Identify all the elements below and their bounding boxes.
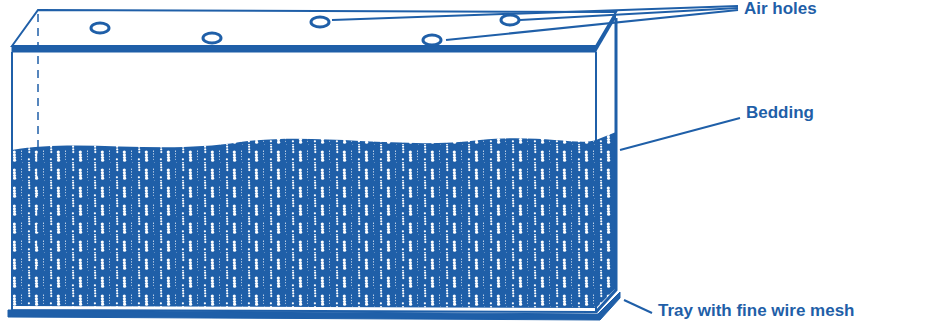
tray [8, 292, 620, 320]
callout-label: Tray with fine wire mesh [656, 302, 857, 321]
lid-side-edge [596, 12, 616, 52]
side-face [596, 18, 616, 312]
air-holes [91, 15, 519, 45]
leader-lines [332, 6, 740, 313]
bedding [12, 132, 616, 308]
callout-label: Air holes [742, 0, 819, 19]
hidden-edge [37, 14, 39, 280]
lid-edge [12, 46, 596, 52]
callout-label: Bedding [744, 104, 816, 123]
lid [12, 10, 616, 46]
front-face [12, 52, 596, 312]
